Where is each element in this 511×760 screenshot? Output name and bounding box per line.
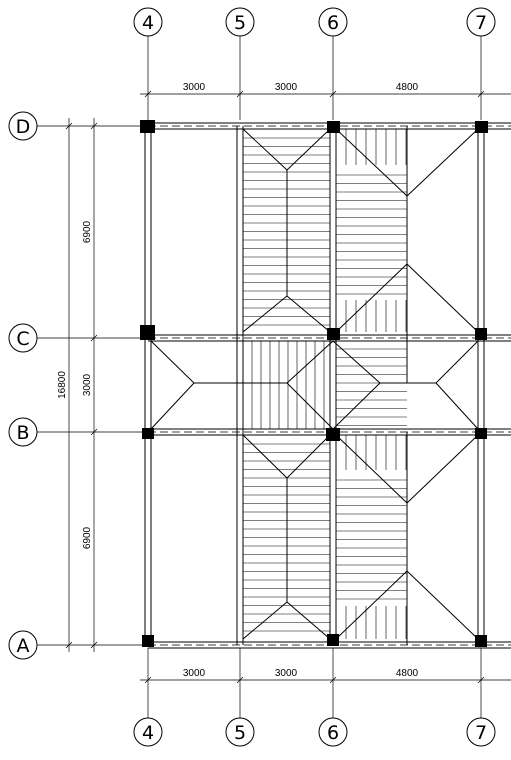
axis-label-B: B xyxy=(16,422,29,444)
column-6-C xyxy=(327,328,340,340)
dimension-top: 3000 3000 4800 xyxy=(140,82,511,98)
column-6-B xyxy=(326,428,340,441)
axis-label-7-top: 7 xyxy=(475,12,487,34)
axis-label-4-top: 4 xyxy=(142,12,154,34)
axis-label-D: D xyxy=(16,116,31,138)
dim-top-4-5: 3000 xyxy=(183,82,206,93)
column-4-A xyxy=(142,635,154,647)
column-axis-top: 4 5 6 7 xyxy=(133,7,496,120)
axis-label-C: C xyxy=(16,328,29,350)
dim-left-C-B: 3000 xyxy=(82,373,93,396)
axis-label-A: A xyxy=(17,635,30,657)
column-7-B xyxy=(475,428,487,439)
axis-label-5-bottom: 5 xyxy=(234,722,246,744)
dim-left-D-C: 6900 xyxy=(82,220,93,243)
column-4-C xyxy=(140,325,155,340)
dim-left-B-A: 6900 xyxy=(82,526,93,549)
dim-bottom-6-7: 4800 xyxy=(396,668,419,679)
dimension-left: 16800 6900 3000 6900 xyxy=(57,118,98,652)
dim-bottom-4-5: 3000 xyxy=(183,668,206,679)
row-axis-left: D C B A xyxy=(8,111,145,660)
dim-left-total: 16800 xyxy=(57,371,68,399)
slab-hatching xyxy=(243,129,407,639)
dim-top-6-7: 4800 xyxy=(396,82,419,93)
axis-label-6-top: 6 xyxy=(327,12,339,34)
column-7-A xyxy=(475,635,487,647)
roof-lines xyxy=(150,128,479,640)
column-6-D xyxy=(327,121,340,133)
axis-label-4-bottom: 4 xyxy=(142,722,154,744)
dim-bottom-5-6: 3000 xyxy=(275,668,298,679)
axis-label-7-bottom: 7 xyxy=(475,722,487,744)
dim-top-5-6: 3000 xyxy=(275,82,298,93)
column-7-C xyxy=(475,328,487,340)
axis-label-6-bottom: 6 xyxy=(327,722,339,744)
axis-label-5-top: 5 xyxy=(234,12,246,34)
beams xyxy=(144,122,511,649)
column-4-B xyxy=(142,428,154,439)
column-4-D xyxy=(140,120,155,133)
structural-columns xyxy=(140,120,488,647)
dimension-bottom: 3000 3000 4800 xyxy=(140,668,511,684)
column-6-A xyxy=(327,634,339,646)
column-7-D xyxy=(475,121,488,133)
column-axis-bottom: 4 5 6 7 xyxy=(133,648,496,747)
